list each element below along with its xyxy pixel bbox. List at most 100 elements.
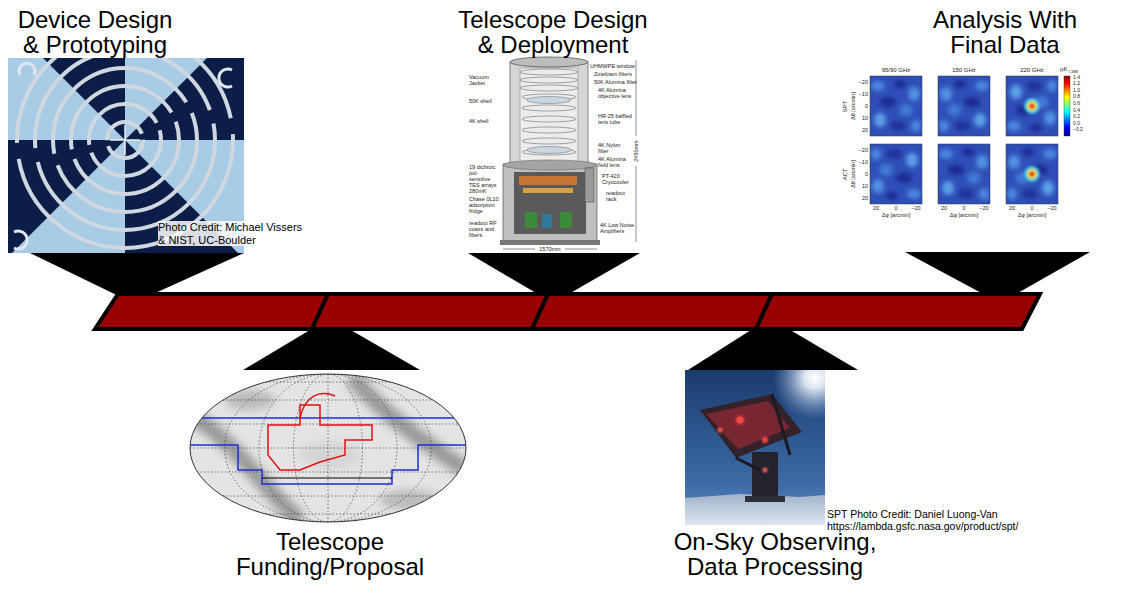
stage-title: On-Sky Observing, Data Processing <box>664 529 886 579</box>
sky-coverage-map <box>190 374 466 522</box>
part-label: Chase 0L10 adsorption fridge <box>469 196 499 214</box>
stacked-maps <box>1027 169 1037 179</box>
receiver-cutaway <box>525 212 537 228</box>
telescope-photo <box>745 496 785 502</box>
sky-coverage-map <box>197 472 459 473</box>
timeline-bar <box>95 294 1040 329</box>
telescope-photo <box>762 437 768 443</box>
photo-credit: Photo Credit: Michael Vissers & NIST, UC… <box>158 221 308 246</box>
stacked-maps <box>1006 76 1058 136</box>
stacked-maps <box>1024 98 1040 114</box>
row-label: SPT <box>842 86 849 126</box>
receiver-cutaway <box>520 69 578 155</box>
stacked-maps <box>938 144 990 204</box>
receiver-cutaway <box>522 127 576 133</box>
detector-photo <box>19 63 35 75</box>
part-label: 4K Alumina objective lens <box>598 87 638 99</box>
stacked-maps <box>870 76 922 136</box>
part-label: readout RF coaxs and filters <box>469 220 499 238</box>
tick-label: −20 <box>1044 205 1060 211</box>
receiver-cutaway <box>522 116 576 122</box>
stacked-maps <box>1006 76 1058 136</box>
stacked-maps <box>1006 76 1058 136</box>
part-label: Zotefoam filters <box>594 71 638 77</box>
tick-label: 0 <box>956 205 972 211</box>
receiver-cutaway <box>542 214 552 228</box>
receiver-cutaway <box>510 62 588 164</box>
connector-triangle <box>30 252 1090 370</box>
colorbar-tick: 0.4 <box>1073 108 1089 114</box>
stacked-maps <box>870 144 922 204</box>
detector-photo <box>14 231 27 249</box>
sky-coverage-map <box>266 382 390 383</box>
part-label: 50K Alumina filter <box>594 79 638 85</box>
receiver-cutaway <box>503 164 597 242</box>
stacked-maps <box>870 144 922 204</box>
colorbar-tick: 0.6 <box>1073 101 1089 107</box>
telescope-photo <box>763 468 768 473</box>
detector-photo <box>17 58 233 248</box>
stage-title: Telescope Funding/Proposal <box>228 529 433 579</box>
colorbar-unit: CMB <box>1069 70 1083 74</box>
part-label: 50K shell <box>469 98 499 104</box>
photo-credit: SPT Photo Credit: Daniel Luong-Van https… <box>827 508 1055 532</box>
dimension-label: 2450mm <box>633 136 639 166</box>
tick-label: −20 <box>853 79 868 85</box>
part-label: UHMWPE window <box>590 63 635 69</box>
stacked-maps <box>1029 103 1034 108</box>
part-label: PT-420 Cryocooler <box>602 173 634 185</box>
tick-label: 0 <box>853 103 868 109</box>
tick-label: −20 <box>976 205 992 211</box>
stacked-maps <box>938 76 990 136</box>
sky-coverage-map <box>190 374 466 522</box>
stacked-maps <box>938 76 990 136</box>
telescope-photo <box>700 394 802 458</box>
timeline-bar <box>532 294 772 329</box>
receiver-cutaway <box>520 77 578 83</box>
stacked-maps <box>1024 98 1040 114</box>
sky-coverage-map <box>225 390 275 410</box>
sky-coverage-map <box>262 477 392 478</box>
detector-photo <box>53 68 197 212</box>
telescope-photo <box>685 494 825 525</box>
tick-label: 0 <box>1024 205 1040 211</box>
stacked-maps <box>1024 166 1040 182</box>
sky-coverage-map <box>190 374 466 522</box>
stacked-maps <box>1029 171 1034 176</box>
receiver-cutaway <box>527 147 571 154</box>
telescope-photo <box>736 416 744 424</box>
telescope-photo <box>718 416 769 473</box>
colorbar-tick: −0.2 <box>1073 127 1089 133</box>
detector-photo <box>17 58 233 248</box>
receiver-cutaway <box>503 160 597 170</box>
receiver-cutaway <box>527 97 571 104</box>
stage-panel: Telescope Funding/Proposal <box>187 372 470 524</box>
stacked-maps <box>1064 76 1070 136</box>
row-label: ACT <box>842 154 849 194</box>
detector-photo <box>124 125 126 155</box>
stacked-maps <box>870 76 922 136</box>
column-title: 150 GHz <box>936 67 992 74</box>
detector-photo <box>219 69 232 87</box>
tick-label: 0 <box>888 205 904 211</box>
stacked-maps <box>938 76 990 136</box>
receiver-cutaway <box>523 188 573 193</box>
receiver-cutaway <box>500 57 636 249</box>
colorbar-tick: 1.4 <box>1073 75 1089 81</box>
dimension-label: 1570mm <box>535 246 565 252</box>
tick-label: −20 <box>853 147 868 153</box>
tick-label: 20 <box>853 195 868 201</box>
stage-panel: Device Design & PrototypingPhoto Credit:… <box>8 58 244 253</box>
timeline-bar <box>312 294 548 329</box>
axis-label: Δφ [arcmin] <box>934 212 994 218</box>
receiver-cutaway <box>522 105 576 111</box>
receiver-cutaway <box>520 85 578 91</box>
axis-label: Δθ [arcmin] <box>850 86 856 126</box>
timeline-bar <box>95 294 328 329</box>
stacked-maps <box>870 76 922 136</box>
column-title: 220 GHz <box>1004 67 1060 74</box>
receiver-cutaway <box>519 176 577 185</box>
detector-photo <box>89 104 161 176</box>
stage-title: Telescope Design & Deployment <box>451 7 656 57</box>
